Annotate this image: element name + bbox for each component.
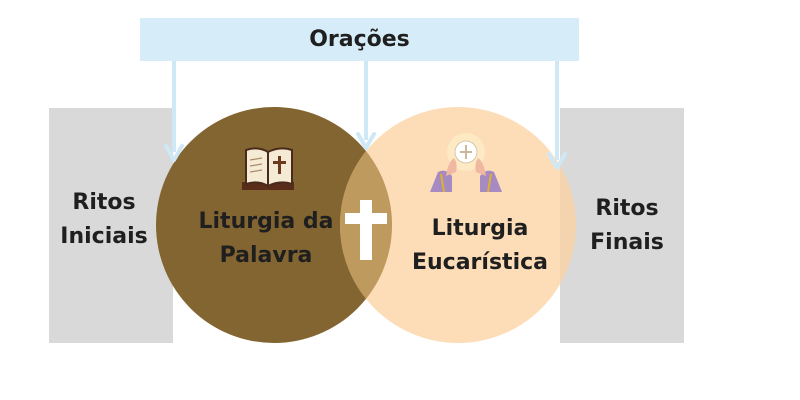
- oracoes-banner: Orações: [140, 18, 579, 61]
- liturgia-eucaristica-line1: Liturgia: [431, 216, 529, 241]
- oracoes-title: Orações: [309, 27, 410, 52]
- cross-icon: [345, 200, 387, 260]
- ritos-finais-box: [560, 108, 684, 343]
- ritos-iniciais-label: Ritos Iniciais: [50, 186, 158, 254]
- ritos-finais-line1: Ritos: [595, 196, 659, 221]
- liturgia-eucaristica-label: Liturgia Eucarística: [400, 212, 560, 280]
- eucharist-host-icon: [430, 133, 502, 193]
- liturgia-palavra-label: Liturgia da Palavra: [186, 205, 346, 273]
- ritos-iniciais-line1: Ritos: [72, 190, 136, 215]
- ritos-iniciais-box: [49, 108, 173, 343]
- ritos-finais-label: Ritos Finais: [578, 192, 676, 260]
- ritos-finais-line2: Finais: [590, 230, 664, 255]
- ritos-iniciais-line2: Iniciais: [60, 224, 148, 249]
- open-bible-icon: [242, 147, 294, 190]
- liturgia-palavra-line1: Liturgia da: [198, 209, 334, 234]
- liturgia-eucaristica-line2: Eucarística: [411, 250, 548, 275]
- liturgia-palavra-line2: Palavra: [219, 243, 313, 268]
